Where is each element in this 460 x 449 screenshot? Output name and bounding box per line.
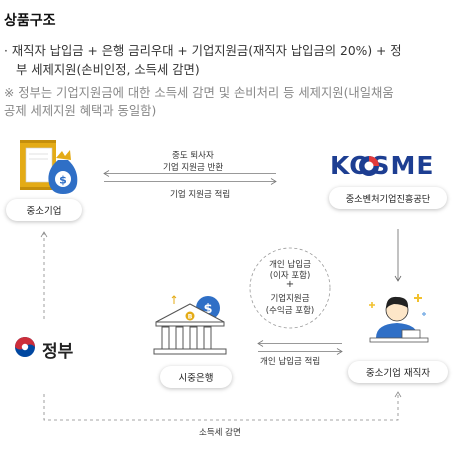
label-circle-profit: (수익금 포함): [265, 306, 315, 316]
svg-text:$: $: [203, 302, 212, 317]
label-circle-support: 기업지원금: [270, 294, 310, 304]
dashed-tax-line: [43, 391, 402, 421]
svg-text:B: B: [188, 314, 193, 321]
description-line-2: 부 세제지원(손비인정, 소득세 감면): [16, 63, 200, 77]
kosme-o-emblem-icon: [359, 156, 379, 176]
label-support-return: 기업 지원금 반환: [163, 163, 224, 173]
bank-building-icon: $ B: [153, 295, 227, 355]
arrow-to-worker: [258, 348, 343, 355]
government-emblem-icon: [15, 337, 35, 357]
label-circle-personal: 개인 납입금: [269, 260, 311, 270]
kosme-logo-text: KOSME: [330, 151, 435, 180]
arrow-to-kosme: [104, 178, 277, 185]
arrow-kosme-to-worker: [394, 229, 402, 282]
section-title: 상품구조: [4, 13, 56, 29]
contribution-circle: [249, 247, 331, 329]
node-bank: 시중은행: [160, 366, 232, 388]
dashed-gov-to-sme: [40, 231, 48, 322]
node-government: 정부: [42, 342, 74, 362]
office-worker-icon: [369, 294, 429, 343]
structure-description: · 재직자 납입금 + 은행 금리우대 + 기업지원금(재직자 납입금의 20%…: [4, 42, 454, 80]
arrow-return-to-sme: [103, 170, 276, 177]
arrow-to-bank: [257, 340, 342, 347]
label-resigning-worker: 중도 퇴사자: [172, 151, 214, 161]
node-sme: 중소기업: [6, 199, 82, 221]
label-support-accumulate: 기업 지원금 적립: [170, 190, 231, 200]
node-worker: 중소기업 재직자: [348, 361, 448, 383]
note-line-2: 공제 세제지원 혜택과 동일함): [4, 104, 157, 118]
envelope-money-bag-icon: $: [20, 140, 78, 194]
label-circle-interest: (이자 포함): [269, 271, 311, 281]
note-line-1: ※ 정부는 기업지원금에 대한 소득세 감면 및 손비처리 등 세제지원(내일채…: [4, 86, 394, 100]
label-tax-reduction: 소득세 감면: [199, 428, 241, 438]
label-circle-plus: +: [285, 279, 295, 290]
label-personal-accumulate: 개인 납입금 적립: [260, 357, 321, 367]
description-line-1: · 재직자 납입금 + 은행 금리우대 + 기업지원금(재직자 납입금의 20%…: [4, 44, 402, 58]
structure-note: ※ 정부는 기업지원금에 대한 소득세 감면 및 손비처리 등 세제지원(내일채…: [4, 84, 456, 120]
kosme-logo: KOSME: [330, 151, 434, 180]
svg-text:$: $: [59, 174, 67, 187]
node-kosme: 중소벤처기업진흥공단: [329, 187, 447, 209]
